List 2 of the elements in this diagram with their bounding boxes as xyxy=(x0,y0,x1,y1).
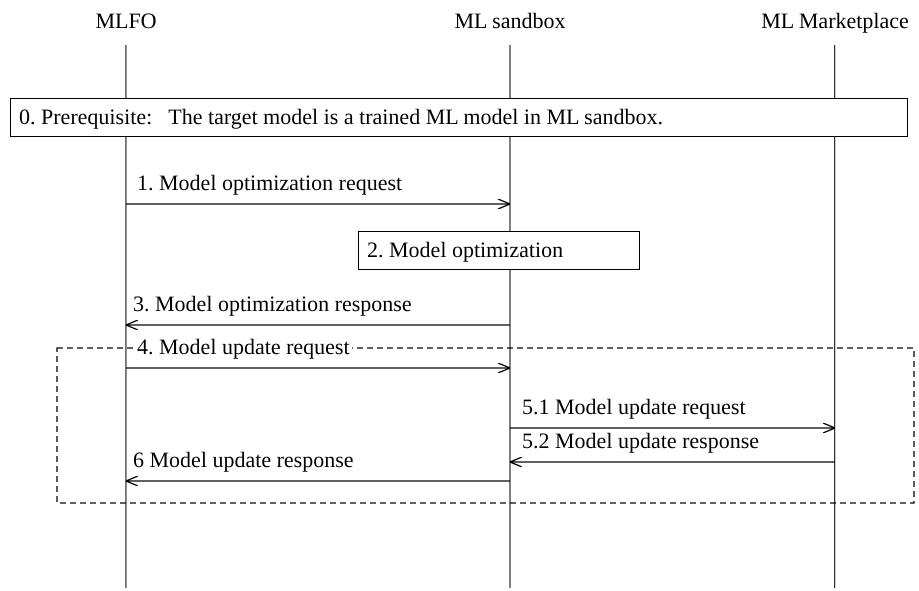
process-box: 2. Model optimization xyxy=(358,231,640,270)
process-box: 0. Prerequisite: The target model is a trained ML model in ML sandbox. xyxy=(10,98,908,137)
